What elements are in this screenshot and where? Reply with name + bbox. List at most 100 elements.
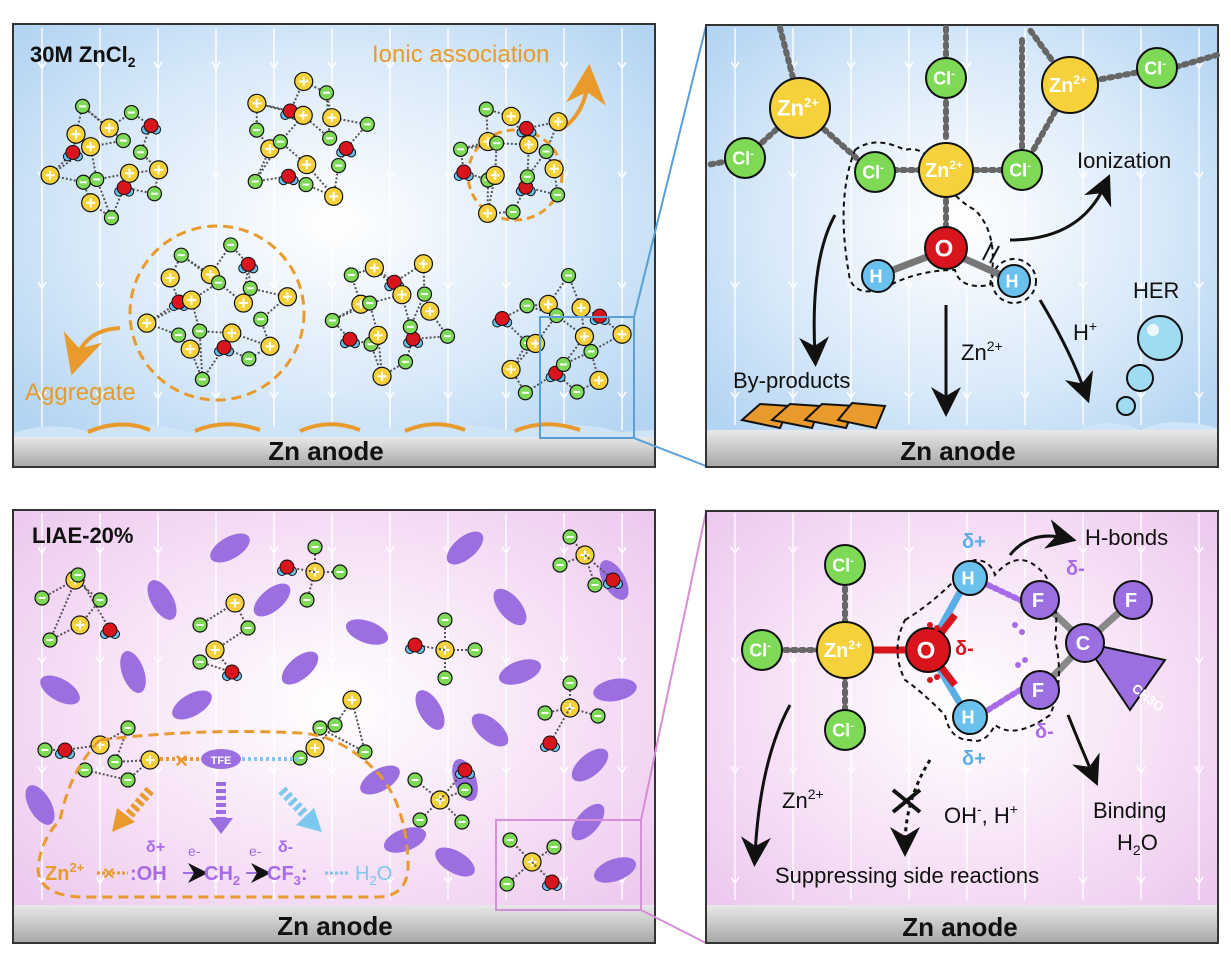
o-atom [905, 627, 951, 673]
plus-sign [185, 344, 195, 354]
field-arrowhead [1078, 281, 1088, 290]
o-atom [65, 144, 81, 160]
anode-label: Zn anode [277, 911, 393, 941]
oh-h-label: OH-, H+ [944, 801, 1018, 828]
field-arrowhead [95, 391, 105, 400]
field-arrowhead [730, 656, 740, 665]
cl-ion-label: Cl- [1144, 58, 1166, 78]
zn-anode-bar [14, 437, 654, 466]
field-arrowhead [962, 281, 972, 290]
field-arrowhead [559, 391, 569, 400]
tfe-ellipse [446, 531, 484, 565]
tfe-ellipse [415, 690, 445, 730]
field-arrowhead [95, 546, 105, 555]
zn-ion-label: Zn2+ [824, 638, 862, 662]
field-arrowhead [1194, 546, 1204, 555]
field-arrowhead [904, 546, 914, 555]
deposit-bumps [87, 422, 581, 434]
field-arrowhead [153, 281, 163, 290]
field-arrowhead [95, 876, 105, 885]
plus-sign [282, 292, 292, 302]
field-arrowhead [788, 281, 798, 290]
tfe-ellipse [435, 847, 475, 877]
field-arrowhead [269, 766, 279, 775]
plus-sign [230, 598, 240, 608]
h-plus-arrow [1038, 299, 1094, 404]
field-arrowhead [904, 766, 914, 775]
field-arrowhead [327, 61, 337, 70]
cl-ion [854, 151, 896, 193]
aggregate-label: Aggregate [25, 379, 136, 406]
zn-ion [918, 142, 974, 198]
h-bonds [985, 582, 1023, 713]
field-arrowhead [37, 766, 47, 775]
plus-sign [506, 364, 516, 374]
zn2-label: Zn2+ [782, 786, 824, 813]
cl-ion-label: Cl- [749, 640, 771, 660]
oh-h-arrow [890, 759, 932, 857]
formula-ch2: CH2 [204, 863, 240, 888]
field-arrowhead [904, 61, 914, 70]
plus-sign [142, 318, 152, 328]
h-atom [997, 264, 1031, 298]
field-arrowhead [501, 281, 511, 290]
plus-sign [329, 191, 339, 201]
field-arrowhead [788, 876, 798, 885]
plus-sign [252, 98, 262, 108]
field-arrowhead [1020, 391, 1030, 400]
electron-formula: Zn2+ × :OH δ+ e- CH2 e- CF3: δ- H2O [45, 839, 392, 888]
plus-sign [265, 341, 275, 351]
field-arrowhead [385, 171, 395, 180]
f-atom-label: F [1032, 590, 1044, 612]
zoom-connector-top [640, 511, 707, 821]
plus-sign [373, 330, 383, 340]
field-arrowhead [730, 61, 740, 70]
binding-arrow [1066, 714, 1100, 787]
ionic-bond [377, 335, 384, 377]
plus-sign [483, 208, 493, 218]
field-arrowhead [559, 766, 569, 775]
o-atom-label: O [917, 637, 936, 664]
field-arrowhead [1194, 391, 1204, 400]
field-arrowhead [730, 391, 740, 400]
field-arrowhead [269, 391, 279, 400]
panel-title: 30M ZnCl2 [30, 42, 136, 70]
plus-sign [124, 168, 134, 178]
f-atom-label: F [1032, 680, 1044, 702]
o-atom-label: O [935, 235, 954, 262]
formula-zn: Zn2+ [45, 860, 85, 885]
field-arrowhead [37, 656, 47, 665]
o-atom [457, 762, 473, 778]
h-bonds-label: H-bonds [1085, 525, 1168, 550]
field-arrowhead [1194, 656, 1204, 665]
field-arrowhead [95, 656, 105, 665]
field-arrowhead [904, 391, 914, 400]
plus-sign [579, 332, 589, 342]
tfe-ellipse [210, 533, 250, 563]
ion-clusters [34, 529, 623, 892]
field-arrowhead [730, 281, 740, 290]
cl-ion-label: Cl- [862, 162, 884, 182]
field-arrowhead [846, 61, 856, 70]
f-atom [1020, 670, 1060, 710]
cl-ion [741, 629, 783, 671]
field-arrowhead [385, 391, 395, 400]
plus-sign [327, 113, 337, 123]
field-arrowhead [846, 391, 856, 400]
o-atom [456, 164, 472, 180]
anode-label: Zn anode [900, 436, 1016, 466]
cl-ion [1136, 47, 1178, 89]
ion-clusters [40, 71, 632, 401]
formula-cross: × [103, 863, 115, 885]
by-products-label: By-products [733, 368, 850, 393]
o-lone-pairs [927, 622, 940, 683]
ionic-bond [531, 861, 553, 883]
field-arrowhead [327, 171, 337, 180]
zn-ion-label: Zn2+ [1049, 73, 1087, 97]
field-arrowhead [385, 546, 395, 555]
cl-ion-label: Cl- [933, 68, 955, 88]
panel-liae-20: Zn anode LIAE-20% TFE × Zn2+ × :OH [12, 509, 656, 944]
aggregate-arrow [63, 326, 121, 376]
field-arrowhead [846, 766, 856, 775]
